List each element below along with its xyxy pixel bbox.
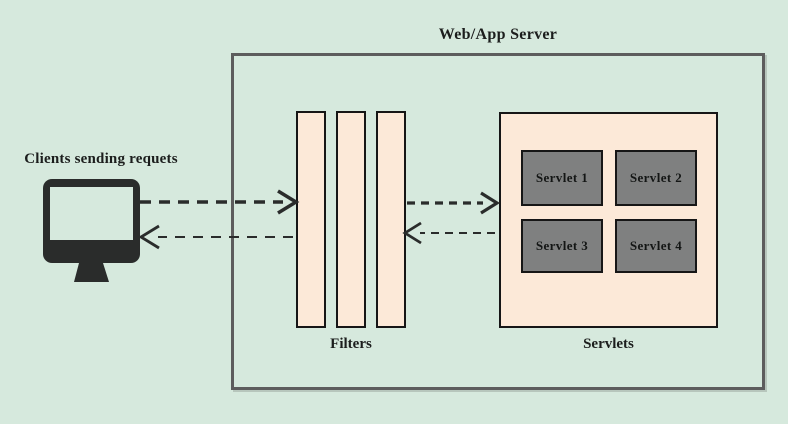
servlet-box-1: Servlet 1: [521, 150, 603, 206]
filter-bar-2: [336, 111, 366, 328]
servlet-box-4: Servlet 4: [615, 219, 697, 273]
monitor-stand: [74, 263, 109, 282]
client-computer-icon: [43, 179, 140, 282]
servlets-label: Servlets: [583, 336, 634, 352]
web-app-server-box: [231, 53, 765, 390]
servlets-container: Servlet 1 Servlet 2 Servlet 3 Servlet 4: [499, 112, 718, 328]
filters-label: Filters: [330, 336, 372, 352]
client-label: Clients sending requets: [24, 151, 178, 167]
monitor-screen: [50, 187, 133, 240]
filter-bar-3: [376, 111, 406, 328]
server-title: Web/App Server: [438, 26, 558, 43]
filter-bar-1: [296, 111, 326, 328]
servlet-box-2: Servlet 2: [615, 150, 697, 206]
servlet-box-3: Servlet 3: [521, 219, 603, 273]
